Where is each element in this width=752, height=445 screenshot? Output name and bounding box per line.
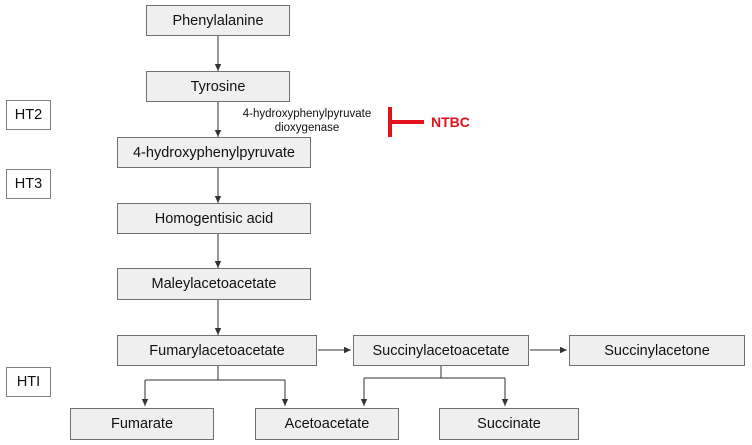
node-succinate: Succinate: [439, 408, 579, 440]
node-succinylacetoacetate: Succinylacetoacetate: [353, 335, 529, 366]
label-hti: HTI: [6, 367, 51, 397]
node-fumarylacetoacetate: Fumarylacetoacetate: [117, 335, 317, 366]
enzyme-line-2: dioxygenase: [274, 122, 340, 134]
node-tyrosine: Tyrosine: [146, 71, 290, 102]
enzyme-label: 4-hydroxyphenylpyruvate dioxygenase: [232, 107, 382, 135]
node-4-hydroxyphenylpyruvate: 4-hydroxyphenylpyruvate: [117, 137, 311, 168]
node-homogentisic-acid: Homogentisic acid: [117, 203, 311, 234]
node-succinylacetone: Succinylacetone: [569, 335, 745, 366]
label-ht3: HT3: [6, 169, 51, 199]
label-ht2: HT2: [6, 100, 51, 130]
node-fumarate: Fumarate: [70, 408, 214, 440]
node-acetoacetate: Acetoacetate: [255, 408, 399, 440]
node-maleylacetoacetate: Maleylacetoacetate: [117, 268, 311, 300]
enzyme-line-1: 4-hydroxyphenylpyruvate: [242, 108, 372, 120]
node-phenylalanine: Phenylalanine: [146, 5, 290, 36]
inhibition-symbol: [388, 107, 424, 137]
inhibitor-ntbc: NTBC: [431, 114, 470, 130]
